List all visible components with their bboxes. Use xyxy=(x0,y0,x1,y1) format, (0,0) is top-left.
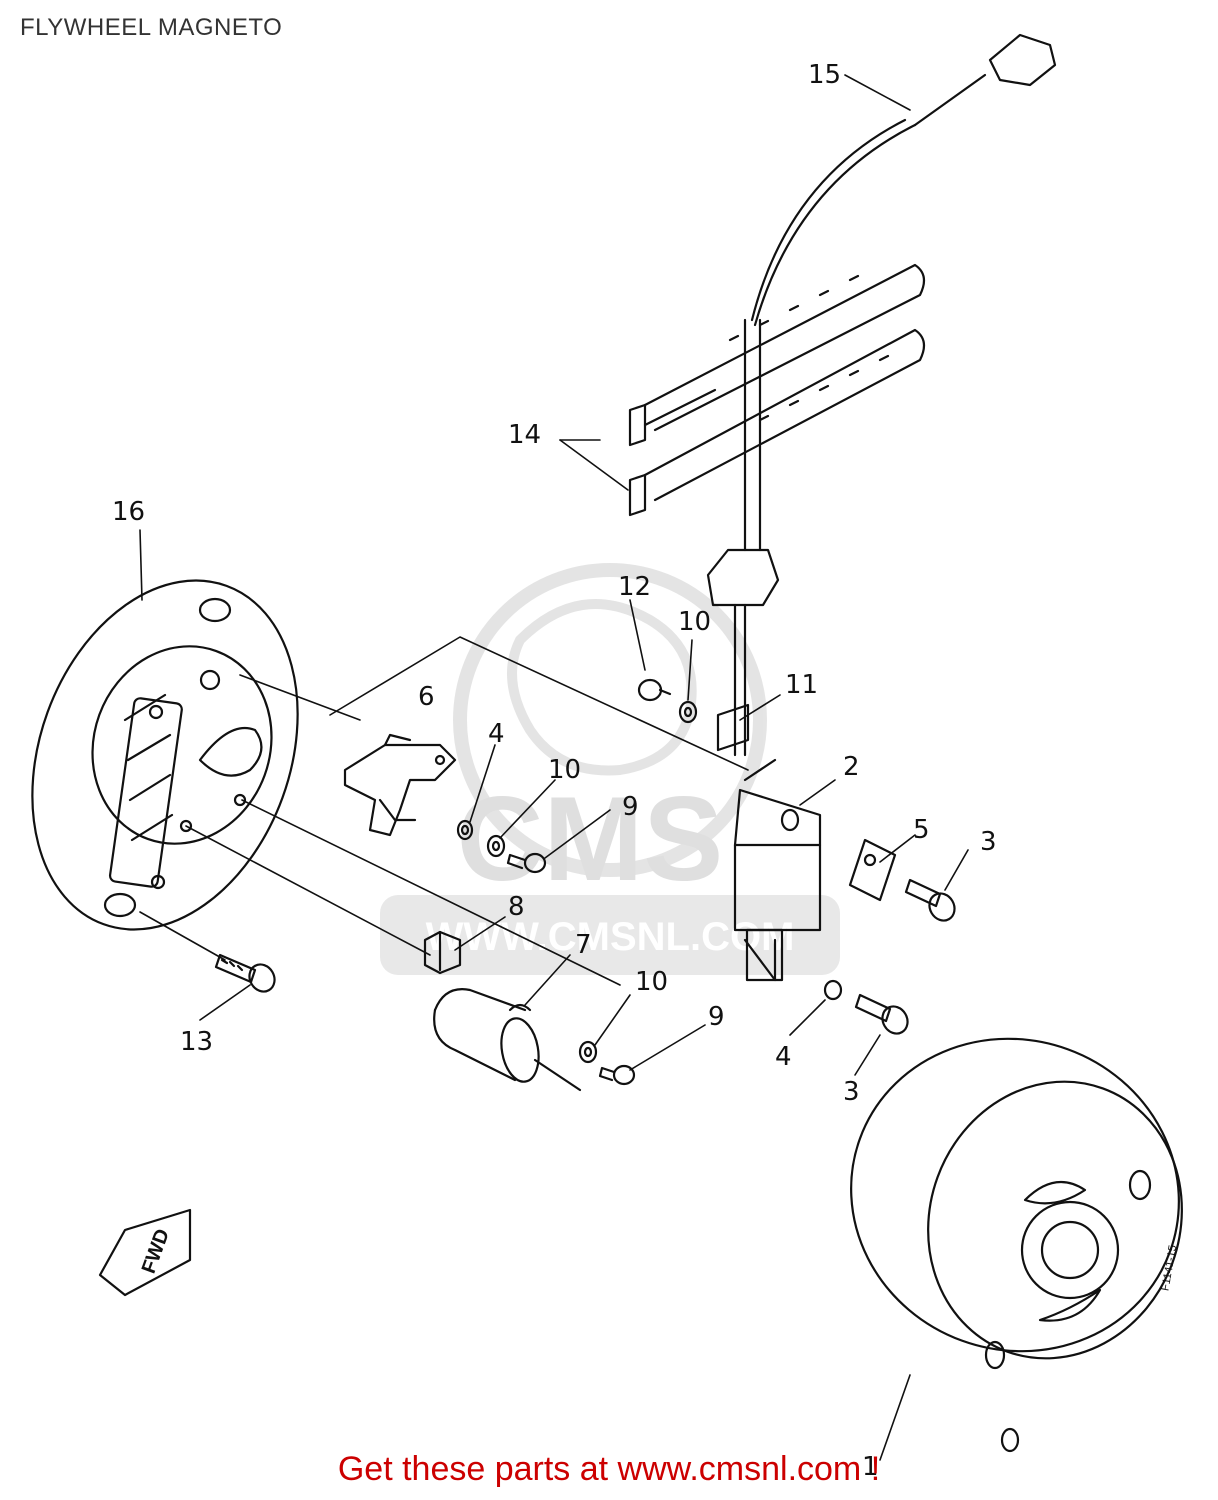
callout-9-lower: 9 xyxy=(708,1002,725,1032)
part-10-washer-lower xyxy=(578,1040,598,1064)
callout-10-middle: 10 xyxy=(548,755,581,785)
part-10-washer-top xyxy=(678,700,698,724)
part-8-cord-clip xyxy=(423,930,462,975)
part-3-screw-upper xyxy=(904,878,956,922)
part-6-contact-breaker xyxy=(343,733,457,837)
promo-banner: Get these parts at www.cmsnl.com ! xyxy=(0,1450,1218,1489)
part-9-screw-lower xyxy=(598,1064,636,1086)
part-5-bracket xyxy=(848,838,897,902)
fwd-arrow-icon xyxy=(98,1208,192,1297)
flywheel-code-label: F1141-15 xyxy=(1159,1244,1179,1292)
callout-8: 8 xyxy=(508,892,525,922)
callout-15: 15 xyxy=(808,60,841,90)
part-4-washer-lower xyxy=(823,979,843,1001)
callout-5: 5 xyxy=(913,815,930,845)
part-7-condenser xyxy=(433,988,582,1092)
part-12-screw xyxy=(637,678,672,702)
callout-3-upper: 3 xyxy=(980,827,997,857)
watermark-logo-text: CMS xyxy=(457,772,724,906)
callout-10-top: 10 xyxy=(678,607,711,637)
part-1-flywheel-rotor xyxy=(850,1037,1183,1453)
part-4-washer-upper xyxy=(456,819,474,841)
fwd-label: FWD xyxy=(138,1226,174,1276)
part-9-screw-upper xyxy=(506,852,547,874)
callout-4-lower: 4 xyxy=(775,1042,792,1072)
cms-watermark-logo: CMS WWW.CMSNL.COM xyxy=(380,563,840,975)
part-15-cable-connector xyxy=(743,33,1057,552)
part-13-screw xyxy=(214,953,276,993)
part-11-clamp xyxy=(716,703,750,752)
callout-numbers: 1 2 3 3 4 4 5 6 7 8 9 9 10 10 10 11 12 1… xyxy=(112,60,997,1482)
part-2-ignition-coil xyxy=(733,758,822,982)
callout-12: 12 xyxy=(618,572,651,602)
callout-10-lower: 10 xyxy=(635,967,668,997)
part-10-washer-middle xyxy=(486,834,506,858)
callout-1: 1 xyxy=(862,1452,879,1482)
watermark-url-text: WWW.CMSNL.COM xyxy=(426,915,795,959)
callout-6: 6 xyxy=(418,682,435,712)
callout-14: 14 xyxy=(508,420,541,450)
callout-13: 13 xyxy=(180,1027,213,1057)
callout-7: 7 xyxy=(575,930,592,960)
part-14-cable-straps xyxy=(628,263,926,517)
part-16-stator-base-plate xyxy=(31,579,299,931)
callout-3-lower: 3 xyxy=(843,1077,860,1107)
callout-2: 2 xyxy=(843,752,860,782)
part-grommet xyxy=(706,548,780,757)
leader-lines xyxy=(139,74,969,1461)
callout-16: 16 xyxy=(112,497,145,527)
part-3-screw-lower xyxy=(854,993,909,1035)
callout-4-upper: 4 xyxy=(488,719,505,749)
callout-9-upper: 9 xyxy=(622,792,639,822)
promo-link[interactable]: Get these parts at www.cmsnl.com ! xyxy=(337,1450,881,1488)
callout-11: 11 xyxy=(785,670,818,700)
page-title: FLYWHEEL MAGNETO xyxy=(20,14,283,41)
